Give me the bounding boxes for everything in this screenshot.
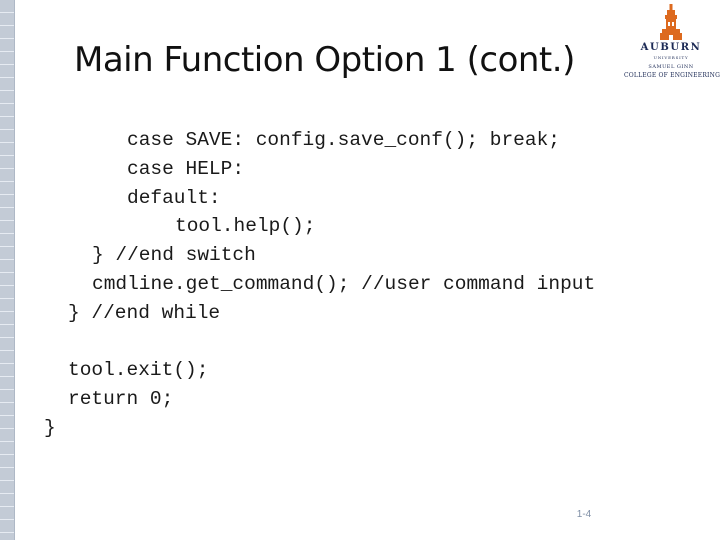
- tower-icon: [660, 4, 682, 40]
- logo-wordmark: AUBURN: [640, 42, 702, 53]
- logo-college-line1: SAMUEL GINN: [648, 64, 694, 70]
- code-line: tool.help();: [175, 215, 316, 237]
- code-line: } //end switch: [92, 244, 256, 266]
- code-line: case HELP:: [127, 158, 245, 180]
- auburn-logo: AUBURN UNIVERSITY SAMUEL GINN COLLEGE OF…: [624, 2, 720, 80]
- code-line: case SAVE: config.save_conf(); break;: [127, 129, 560, 151]
- code-line: } //end while: [68, 302, 221, 324]
- code-line: }: [44, 417, 56, 439]
- slide-title: Main Function Option 1 (cont.): [74, 40, 575, 80]
- code-line: tool.exit();: [68, 359, 209, 381]
- code-line: default:: [127, 187, 221, 209]
- code-line: return 0;: [68, 388, 174, 410]
- logo-college-line2: COLLEGE OF ENGINEERING: [624, 72, 720, 79]
- code-line: cmdline.get_command(); //user command in…: [92, 273, 596, 295]
- page-number: 1-4: [576, 509, 592, 520]
- left-decorative-bar: [0, 0, 15, 540]
- logo-university: UNIVERSITY: [653, 55, 689, 60]
